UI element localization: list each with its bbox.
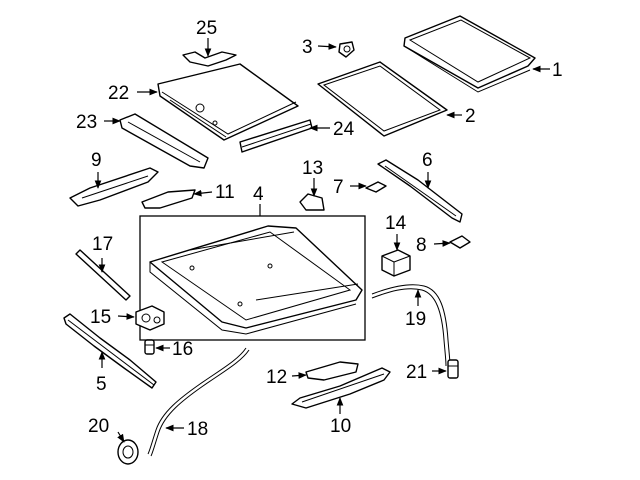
- frame-assembly-box: [139, 215, 366, 341]
- callout-label-2: 2: [465, 106, 476, 127]
- callout-label-24: 24: [333, 119, 355, 140]
- callout-20: 20: [88, 416, 125, 443]
- callout-25: 25: [196, 18, 217, 57]
- part-2-seal-frame: [317, 61, 448, 137]
- callout-18: 18: [165, 419, 208, 440]
- callout-2: 2: [446, 106, 476, 127]
- part-17-strip: [75, 249, 131, 301]
- callout-22: 22: [108, 83, 158, 104]
- callout-9: 9: [91, 150, 102, 189]
- callout-label-12: 12: [266, 367, 287, 388]
- callout-10: 10: [330, 397, 351, 437]
- part-18-drain-hose: [147, 347, 250, 457]
- callout-5: 5: [96, 351, 107, 395]
- callout-label-9: 9: [91, 150, 102, 171]
- part-23-rail: [119, 113, 209, 169]
- callout-13: 13: [302, 158, 323, 197]
- callout-label-5: 5: [96, 374, 107, 395]
- part-19-drain-tube: [371, 284, 451, 367]
- part-10-guide-rail: [291, 367, 391, 409]
- callout-label-13: 13: [302, 158, 323, 179]
- callout-label-10: 10: [330, 416, 351, 437]
- callout-label-16: 16: [172, 339, 193, 360]
- part-13-clip: [299, 193, 325, 211]
- part-1-glass-panel: [403, 15, 536, 93]
- callout-3: 3: [302, 37, 337, 58]
- part-4-frame-assembly: [139, 215, 366, 341]
- callout-label-15: 15: [90, 307, 111, 328]
- callout-label-6: 6: [422, 150, 433, 171]
- part-5-seal-strip: [63, 313, 157, 389]
- callout-label-8: 8: [416, 235, 427, 256]
- callout-label-23: 23: [76, 112, 97, 133]
- callout-14: 14: [385, 213, 407, 251]
- callout-label-1: 1: [552, 60, 563, 81]
- callout-label-3: 3: [302, 37, 313, 58]
- callout-label-20: 20: [88, 416, 109, 437]
- callout-label-22: 22: [108, 83, 129, 104]
- part-6-guide-rail: [377, 159, 463, 223]
- callout-label-14: 14: [385, 213, 407, 234]
- callout-23: 23: [76, 112, 121, 133]
- callout-24: 24: [309, 119, 355, 140]
- callout-label-21: 21: [406, 362, 427, 383]
- callout-19: 19: [405, 289, 426, 330]
- callout-8: 8: [416, 235, 451, 256]
- callout-17: 17: [92, 234, 113, 273]
- part-22-sunshade-panel: [157, 63, 299, 141]
- callout-label-18: 18: [187, 419, 208, 440]
- part-12-cable-guide: [305, 361, 359, 381]
- part-21-drain-valve: [447, 359, 459, 379]
- callout-7: 7: [333, 177, 367, 198]
- callout-11: 11: [193, 182, 235, 203]
- part-3-screw: [338, 41, 355, 58]
- callout-label-4: 4: [253, 184, 264, 205]
- part-25-bracket: [182, 51, 237, 67]
- callout-label-25: 25: [196, 18, 217, 39]
- callout-16: 16: [155, 339, 193, 360]
- callout-6: 6: [422, 150, 433, 189]
- callout-label-11: 11: [215, 182, 235, 203]
- part-15-motor: [135, 305, 165, 331]
- part-14-control-module: [381, 249, 411, 277]
- part-20-grommet: [117, 439, 139, 465]
- callout-1: 1: [532, 60, 563, 81]
- callout-label-17: 17: [92, 234, 113, 255]
- callout-4: 4: [253, 184, 264, 216]
- callout-label-7: 7: [333, 177, 344, 198]
- callout-15: 15: [90, 307, 135, 328]
- part-16-bolt: [144, 339, 155, 355]
- part-7-small-bracket: [365, 181, 387, 193]
- callout-12: 12: [266, 367, 307, 388]
- part-11-cable-guide: [141, 189, 196, 209]
- callout-21: 21: [406, 362, 447, 383]
- callout-label-19: 19: [405, 309, 426, 330]
- part-8-small-clip: [449, 235, 471, 249]
